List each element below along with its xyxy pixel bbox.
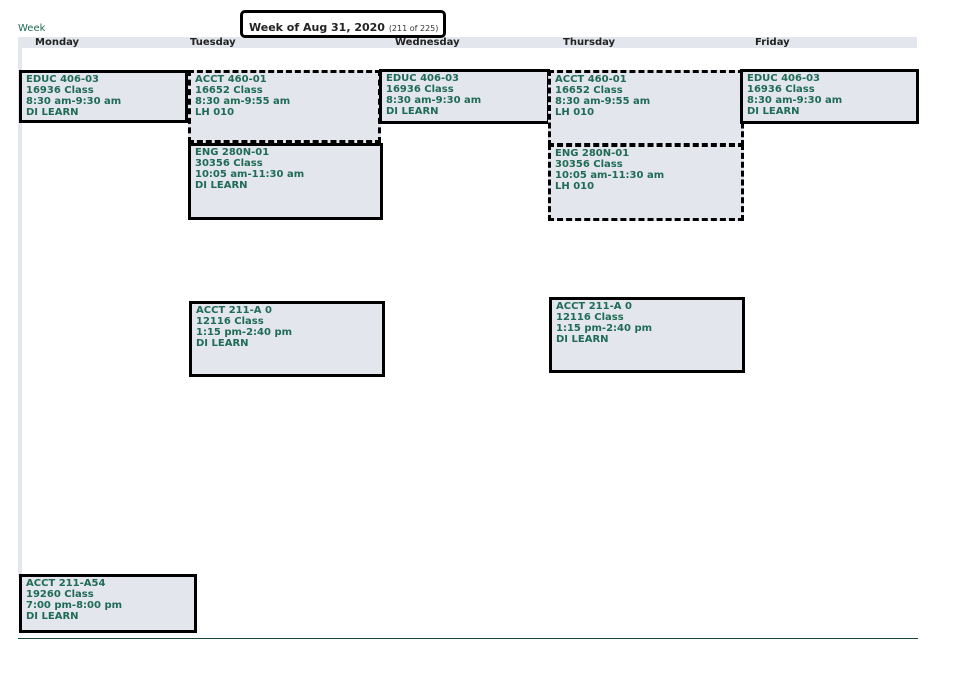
event-course: ACCT 211-A 0 [196,305,272,316]
event-tuesday-eng280n[interactable]: ENG 280N-01 30356 Class 10:05 am-11:30 a… [188,143,383,220]
event-monday-acct211-a54[interactable]: ACCT 211-A54 19260 Class 7:00 pm-8:00 pm… [19,574,197,633]
event-time: 10:05 am-11:30 am [555,170,665,181]
previous-week-link[interactable]: Week [18,23,46,34]
event-location: LH 010 [555,107,595,118]
day-label-friday: Friday [755,37,790,48]
day-label-thursday: Thursday [563,37,616,48]
event-time: 7:00 pm-8:00 pm [26,600,123,611]
event-time: 1:15 pm-2:40 pm [556,323,653,334]
event-class-number: 30356 Class [555,159,623,170]
time-grid-edge [18,48,22,578]
event-thursday-eng280n[interactable]: ENG 280N-01 30356 Class 10:05 am-11:30 a… [548,144,744,221]
event-wednesday-educ406[interactable]: EDUC 406-03 16936 Class 8:30 am-9:30 am … [379,69,550,124]
event-friday-educ406[interactable]: EDUC 406-03 16936 Class 8:30 am-9:30 am … [740,69,919,124]
week-title: Week of Aug 31, 2020 (211 of 225) [240,10,446,38]
event-class-number: 16652 Class [555,85,623,96]
event-location: LH 010 [555,181,595,192]
event-course: EDUC 406-03 [747,73,821,84]
event-location: DI LEARN [747,106,800,117]
event-course: ACCT 460-01 [555,74,627,85]
event-location: DI LEARN [26,611,79,622]
event-course: ACCT 460-01 [195,74,267,85]
event-course: EDUC 406-03 [386,73,460,84]
event-course: EDUC 406-03 [26,74,100,85]
event-time: 10:05 am-11:30 am [195,169,305,180]
week-title-text: Week of Aug 31, 2020 [249,21,385,34]
event-thursday-acct211[interactable]: ACCT 211-A 0 12116 Class 1:15 pm-2:40 pm… [549,297,745,373]
day-label-wednesday: Wednesday [395,37,460,48]
event-time: 8:30 am-9:55 am [195,96,291,107]
event-class-number: 30356 Class [195,158,263,169]
event-location: DI LEARN [196,338,249,349]
event-location: DI LEARN [26,107,79,118]
event-thursday-acct460[interactable]: ACCT 460-01 16652 Class 8:30 am-9:55 am … [548,70,744,146]
event-tuesday-acct460[interactable]: ACCT 460-01 16652 Class 8:30 am-9:55 am … [188,70,381,143]
event-class-number: 12116 Class [556,312,624,323]
event-location: LH 010 [195,107,235,118]
event-location: DI LEARN [556,334,609,345]
event-location: DI LEARN [195,180,248,191]
event-class-number: 19260 Class [26,589,94,600]
event-class-number: 16936 Class [747,84,815,95]
event-class-number: 16936 Class [26,85,94,96]
event-time: 1:15 pm-2:40 pm [196,327,293,338]
schedule-count: (211 of 225) [388,24,439,33]
event-tuesday-acct211[interactable]: ACCT 211-A 0 12116 Class 1:15 pm-2:40 pm… [189,301,385,377]
event-course: ENG 280N-01 [555,148,630,159]
event-class-number: 16936 Class [386,84,454,95]
event-class-number: 12116 Class [196,316,264,327]
day-header-row: Monday Tuesday Wednesday Thursday Friday [18,37,917,48]
event-monday-educ406[interactable]: EDUC 406-03 16936 Class 8:30 am-9:30 am … [19,70,188,123]
event-course: ACCT 211-A54 [26,578,106,589]
calendar-bottom-border [18,638,918,639]
event-location: DI LEARN [386,106,439,117]
day-label-monday: Monday [35,37,80,48]
event-course: ACCT 211-A 0 [556,301,632,312]
event-time: 8:30 am-9:30 am [26,96,122,107]
event-time: 8:30 am-9:55 am [555,96,651,107]
day-label-tuesday: Tuesday [190,37,236,48]
event-time: 8:30 am-9:30 am [386,95,482,106]
event-time: 8:30 am-9:30 am [747,95,843,106]
event-class-number: 16652 Class [195,85,263,96]
event-course: ENG 280N-01 [195,147,270,158]
